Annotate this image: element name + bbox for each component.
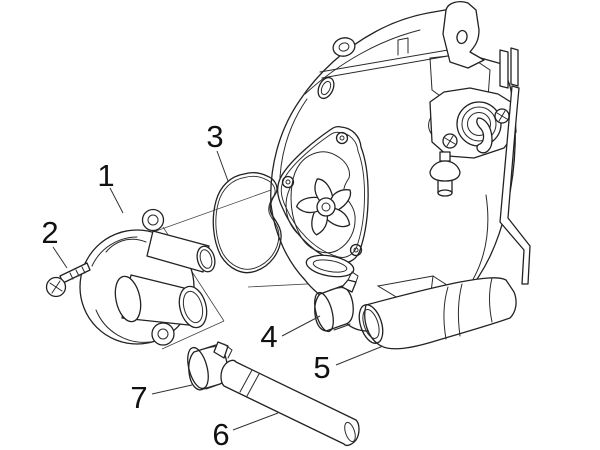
callout-1-label[interactable]: 1 xyxy=(97,158,114,193)
cover-ear xyxy=(141,208,165,232)
cover-upper-spigot xyxy=(146,230,216,273)
callout-4-leader xyxy=(281,315,321,337)
top-bracket xyxy=(442,1,485,69)
case-post xyxy=(499,49,509,89)
callout-2-leader xyxy=(52,246,68,269)
hose-ribs xyxy=(239,369,260,397)
axis-line xyxy=(141,183,289,237)
case-slot xyxy=(305,254,355,278)
callout-2-label[interactable]: 2 xyxy=(41,215,58,250)
axis-line xyxy=(161,320,225,350)
thermostat-screw xyxy=(494,108,510,124)
cover-rim-inner xyxy=(91,236,138,267)
cover-lower-spigot xyxy=(114,274,208,329)
thermostat-housing xyxy=(429,87,517,159)
flange-bolt-hole xyxy=(281,175,295,189)
hose-open-end xyxy=(344,421,356,443)
shroud-edge xyxy=(304,29,421,95)
shroud-post xyxy=(397,37,409,56)
outlet-spigot xyxy=(429,151,461,197)
clamp-tab xyxy=(213,341,229,359)
callout-6-leader xyxy=(232,412,279,431)
part-3-oring xyxy=(212,172,282,274)
part-1-pump-cover xyxy=(79,208,216,346)
phillips-cross xyxy=(49,280,63,294)
part-5-elbow-hose xyxy=(358,277,517,350)
callout-5-leader xyxy=(335,345,384,366)
impeller-hub xyxy=(316,197,336,217)
part-6-hose xyxy=(220,359,360,447)
side-strap xyxy=(499,85,531,285)
impeller xyxy=(285,178,352,236)
thermostat-screw xyxy=(442,133,458,149)
thermostat-pipe xyxy=(476,117,493,154)
case-post xyxy=(510,47,519,87)
callouts: 1 2 3 4 5 6 7 xyxy=(41,119,384,450)
callout-3-leader xyxy=(216,150,229,182)
flange-bolt-hole xyxy=(335,131,349,145)
part-2-screw xyxy=(45,262,91,298)
callout-1-leader xyxy=(109,187,124,214)
callout-7-leader xyxy=(151,384,193,395)
shroud-rail xyxy=(319,49,449,79)
cover-ear xyxy=(151,322,175,346)
flange-bolt-hole xyxy=(349,243,363,257)
callout-6-label[interactable]: 6 xyxy=(212,417,229,450)
hose-end-opening xyxy=(358,304,384,344)
engine-crankcase xyxy=(270,1,519,332)
volute-curve xyxy=(105,238,147,253)
callout-5-label[interactable]: 5 xyxy=(313,350,330,385)
case-oval-hole xyxy=(317,76,335,100)
callout-4-label[interactable]: 4 xyxy=(260,319,277,354)
hose-ribs xyxy=(443,277,493,340)
gasket-groove xyxy=(290,151,356,254)
case-lug xyxy=(332,37,356,57)
part-4-clamp xyxy=(314,271,359,333)
screw-threads xyxy=(69,266,86,280)
callout-7-label[interactable]: 7 xyxy=(130,380,147,415)
callout-3-label[interactable]: 3 xyxy=(206,119,223,154)
volute-curve xyxy=(95,309,151,343)
part-7-clamp xyxy=(187,341,233,391)
